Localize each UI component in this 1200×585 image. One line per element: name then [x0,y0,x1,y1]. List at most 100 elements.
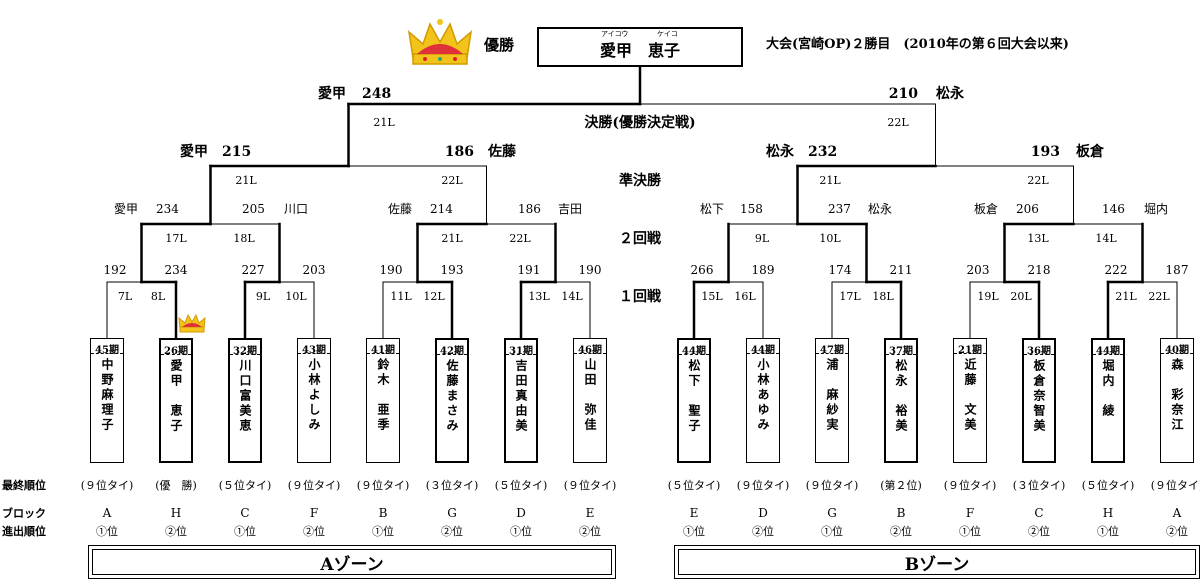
r1-score: 192 [103,263,127,277]
player-final-rank: (９位タイ) [80,479,134,492]
player-final-rank: (第２位) [880,479,922,492]
player-term: 44期 [747,339,779,356]
r1-lane: 8L [150,290,166,303]
player-name: 近藤 文美 [963,358,977,433]
ruby-given: ケイコ [657,30,678,38]
player-advance: ②位 [165,525,187,538]
r1-lane: 19L [977,290,999,303]
player-name: 吉田真由美 [514,359,528,434]
player-name: 佐藤まさみ [445,359,459,434]
player-name: 板倉奈智美 [1032,359,1046,434]
player-final-rank: (３位タイ) [1012,479,1066,492]
r2m2-right-score: 186 [518,202,541,216]
player-block: H [1102,506,1114,520]
player-term: 36期 [1024,340,1054,357]
r2m2-left-lane: 21L [441,232,463,245]
r2m1-right-name: 川口 [284,202,309,216]
r2m3-right-name: 松永 [868,202,893,216]
final-right-score: 210 [888,86,918,102]
champion-name: 愛甲 恵子 [599,41,680,60]
player-name: 中野麻理子 [100,358,114,433]
player-name: 小林あゆみ [756,358,770,433]
r1-score: 191 [517,263,541,277]
player-term: 43期 [298,339,330,356]
r1-lane: 18L [872,290,894,303]
player-advance: ②位 [890,525,912,538]
player-term: 40期 [1161,339,1193,356]
semi1-left-lane: 21L [235,174,257,187]
player-final-rank: (５位タイ) [494,479,548,492]
player-name: 堀内 綾 [1101,359,1115,419]
r1-score: 234 [164,263,188,277]
r1-lane: 13L [528,290,550,303]
player-term: 32期 [230,340,260,357]
player-name: 川口富美恵 [238,359,252,434]
r1-score: 203 [302,263,326,277]
player-term: 21期 [954,339,986,356]
player-card: 42期佐藤まさみ [435,338,469,463]
player-term: 47期 [816,339,848,356]
player-name: 鈴木 亜季 [376,358,390,433]
r2m1-right-lane: 18L [233,232,255,245]
champion-note: 大会(宮崎OP)２勝目 (2010年の第６回大会以来) [766,37,1069,52]
row-label-block: ブロック [2,507,46,520]
zone-b-label: Bゾーン [678,549,1196,575]
player-block: B [378,506,388,520]
r2m4-left-name: 板倉 [974,202,999,216]
player-advance: ②位 [1166,525,1188,538]
semi2-left-lane: 21L [819,174,841,187]
player-final-rank: (９位タイ) [356,479,410,492]
r1-score: 218 [1027,263,1051,277]
player-advance: ②位 [579,525,601,538]
r2m4-right-score: 146 [1102,202,1125,216]
player-advance: ①位 [959,525,981,538]
player-final-rank: (９位タイ) [736,479,790,492]
r2m3-left-lane: 9L [754,232,770,245]
player-card: 44期小林あゆみ [746,338,780,463]
row-label-advance: 進出順位 [2,525,46,538]
player-block: D [758,506,768,520]
round-label-final: 決勝(優勝決定戦) [584,115,696,131]
r2m2-left-score: 214 [430,202,453,216]
player-block: F [309,506,319,520]
champion-box: アイコウ ケイコ 愛甲 恵子 [537,27,743,67]
player-final-rank: (５位タイ) [1081,479,1135,492]
player-advance: ①位 [821,525,843,538]
ruby-family: アイコウ [601,30,629,38]
round-label-semi: 準決勝 [619,173,661,189]
r2m4-left-lane: 13L [1027,232,1049,245]
semi1-right-score: 186 [444,144,474,160]
r2m3-right-lane: 10L [819,232,841,245]
final-left-name: 愛甲 [318,86,346,102]
player-block: D [516,506,526,520]
player-term: 44期 [1093,340,1123,357]
r1-lane: 22L [1148,290,1170,303]
player-term: 45期 [91,339,123,356]
r2m1-right-score: 205 [242,202,265,216]
row-label-rank: 最終順位 [2,479,46,492]
player-advance: ②位 [441,525,463,538]
semi1-right-lane: 22L [441,174,463,187]
r2m4-right-lane: 14L [1095,232,1117,245]
player-name: 愛甲 恵子 [169,359,183,434]
semi1-left-score: 215 [222,144,252,160]
player-card: 43期小林よしみ [297,338,331,463]
player-advance: ①位 [96,525,118,538]
r2m1-left-score: 234 [156,202,179,216]
r2m3-left-score: 158 [740,202,763,216]
final-right-name: 松永 [936,86,964,102]
r2m1-left-name: 愛甲 [114,202,139,216]
round-label-r1: １回戦 [619,289,661,305]
player-final-rank: (９位タイ) [805,479,859,492]
player-block: B [896,506,906,520]
semi1-right-name: 佐藤 [488,144,516,160]
player-block: E [689,506,699,520]
r1-score: 190 [379,263,403,277]
player-advance: ②位 [1028,525,1050,538]
player-block: C [240,506,250,520]
r1-lane: 14L [561,290,583,303]
player-final-rank: (３位タイ) [425,479,479,492]
zone-a-label: Aゾーン [92,549,612,575]
player-term: 42期 [437,340,467,357]
player-term: 31期 [506,340,536,357]
